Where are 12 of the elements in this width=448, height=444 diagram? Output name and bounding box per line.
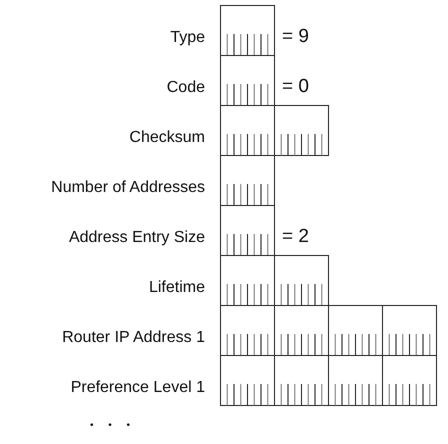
ellipsis-mark: • • •: [90, 420, 136, 432]
field-value: = 2: [282, 227, 309, 247]
field-name: Address Entry Size: [68, 229, 205, 247]
field-name: Router IP Address 1: [62, 329, 205, 347]
field-name: Checksum: [129, 129, 205, 147]
field-value: = 9: [282, 27, 309, 47]
field-name: Lifetime: [148, 279, 205, 297]
field-name: Number of Addresses: [51, 179, 205, 197]
field-name: Preference Level 1: [70, 379, 205, 397]
field-value: = 0: [282, 77, 309, 97]
field-name: Code: [166, 79, 205, 97]
field-name: Type: [170, 29, 205, 47]
